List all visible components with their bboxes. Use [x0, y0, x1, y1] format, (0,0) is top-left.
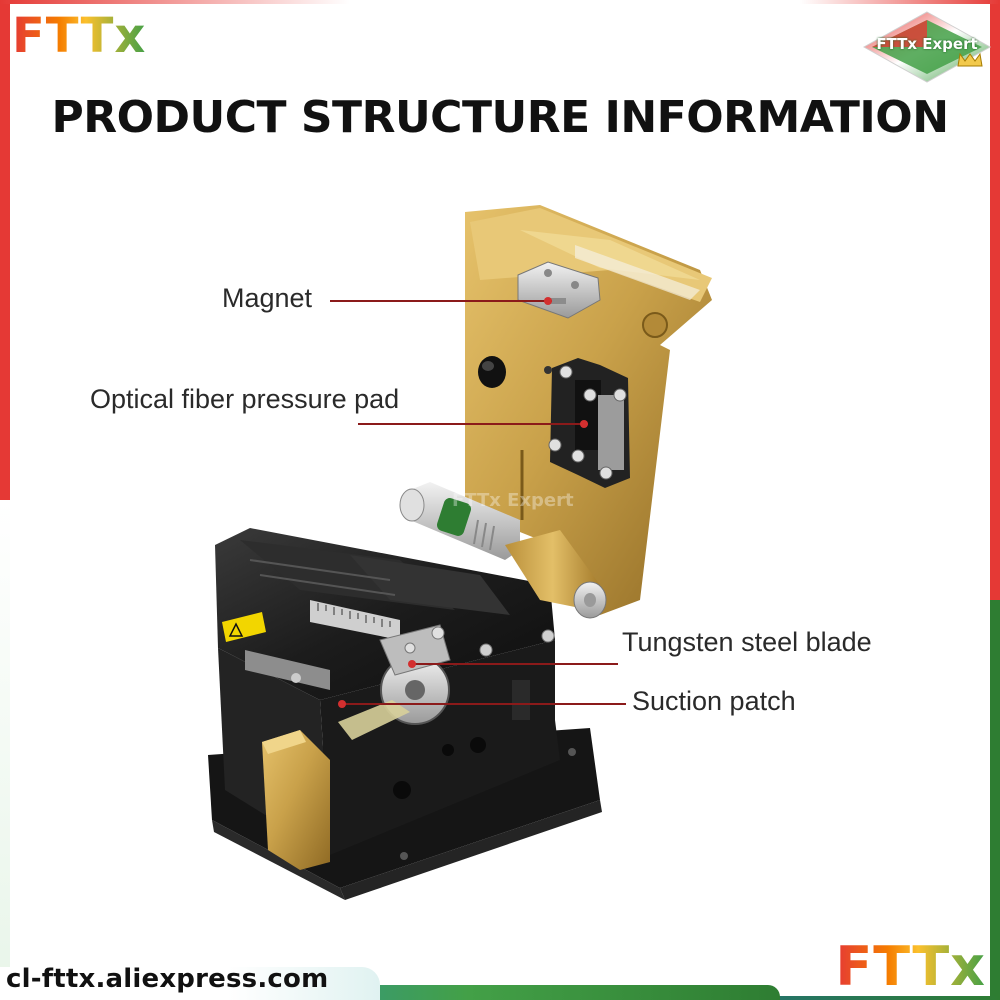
leader-dot	[408, 660, 416, 668]
footer-url-bar	[0, 967, 380, 1000]
svg-text:FTTx Expert: FTTx Expert	[452, 490, 574, 511]
badge-diamond-icon	[862, 11, 992, 83]
badge-text: FTTx Expert	[876, 35, 978, 53]
gold-arm	[399, 205, 712, 619]
gold-foot	[262, 730, 330, 870]
warning-sticker-icon	[222, 612, 266, 642]
leader-dot	[338, 700, 346, 708]
leader-magnet	[330, 297, 552, 305]
pressure-pad	[544, 358, 630, 488]
label-magnet: Magnet	[222, 283, 313, 313]
crown-icon	[957, 52, 983, 67]
leader-blade	[408, 660, 618, 668]
leader-pressure-pad	[358, 420, 588, 428]
page-title: PRODUCT STRUCTURE INFORMATION	[51, 92, 949, 143]
brand-logo-top: FTTx	[12, 8, 147, 64]
leader-suction	[338, 700, 626, 708]
brand-logo-bottom: FTTx	[835, 935, 986, 998]
label-suction: Suction patch	[632, 686, 796, 716]
label-pressure-pad: Optical fiber pressure pad	[90, 384, 400, 414]
store-url[interactable]: cl-fttx.aliexpress.com	[6, 964, 329, 994]
expert-badge: FTTx Expert	[862, 10, 992, 84]
label-blade: Tungsten steel blade	[622, 627, 872, 657]
leader-dot	[544, 297, 552, 305]
magnet-block	[517, 261, 601, 319]
leader-dot	[580, 420, 588, 428]
pivot-shaft	[399, 482, 520, 560]
